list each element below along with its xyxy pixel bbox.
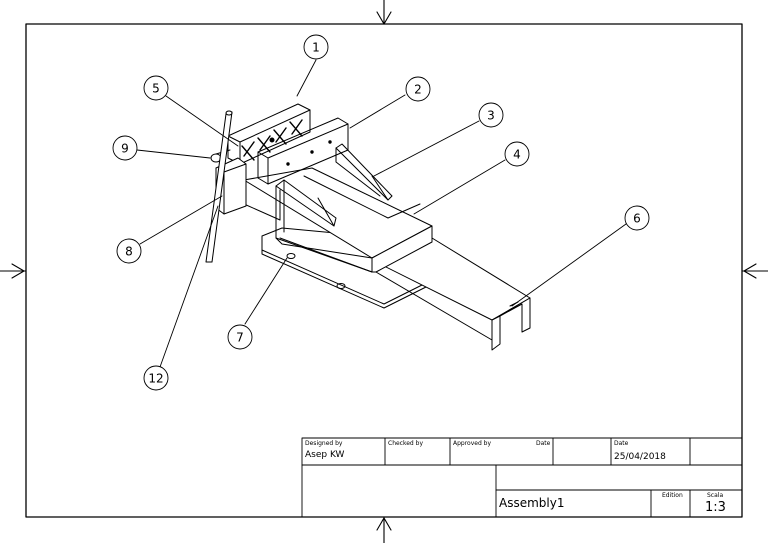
date-label-2: Date: [614, 440, 629, 447]
drawing-title: Assembly1: [499, 496, 565, 510]
vise-assembly: [205, 103, 531, 351]
title-block-frame: [301, 437, 743, 518]
balloon-6: 6: [511, 205, 650, 307]
designed-by-value: Asep KW: [305, 450, 345, 460]
balloon-8-label: 8: [125, 245, 133, 259]
balloon-callouts: 1 2 3 4 5 6 7: [112, 34, 650, 391]
balloon-5-label: 5: [152, 82, 160, 96]
balloon-12: 12: [143, 205, 219, 391]
approved-by-label: Approved by: [453, 440, 492, 447]
balloon-3-label: 3: [487, 109, 495, 123]
date-value: 25/04/2018: [614, 452, 666, 462]
balloon-9: 9: [112, 135, 211, 161]
balloon-1-label: 1: [312, 41, 320, 55]
scale-value: 1:3: [705, 500, 726, 515]
scale-label: Scala: [707, 492, 724, 499]
balloon-4-label: 4: [513, 148, 521, 162]
fixed-jaw-part-2: [257, 117, 349, 185]
movable-jaw-part-1: [227, 103, 311, 165]
checked-by-label: Checked by: [388, 440, 424, 447]
date-label-1: Date: [536, 440, 551, 447]
balloon-2-label: 2: [414, 83, 422, 97]
balloon-9-label: 9: [121, 142, 129, 156]
balloon-3: 3: [373, 102, 504, 177]
balloon-5: 5: [143, 75, 239, 147]
handle-part-12: [205, 110, 233, 263]
side-plate-part-3: [335, 143, 393, 201]
balloon-8: 8: [116, 195, 223, 264]
balloon-4: 4: [413, 141, 530, 215]
balloon-7: 7: [227, 257, 288, 350]
designed-by-label: Designed by: [305, 440, 343, 447]
front-side-plate: [275, 179, 373, 273]
balloon-7-label: 7: [236, 331, 244, 345]
edition-label: Edition: [662, 492, 683, 499]
balloon-2: 2: [349, 76, 431, 129]
balloon-12-label: 12: [148, 372, 163, 386]
balloon-6-label: 6: [633, 212, 641, 226]
balloon-1: 1: [296, 34, 329, 97]
